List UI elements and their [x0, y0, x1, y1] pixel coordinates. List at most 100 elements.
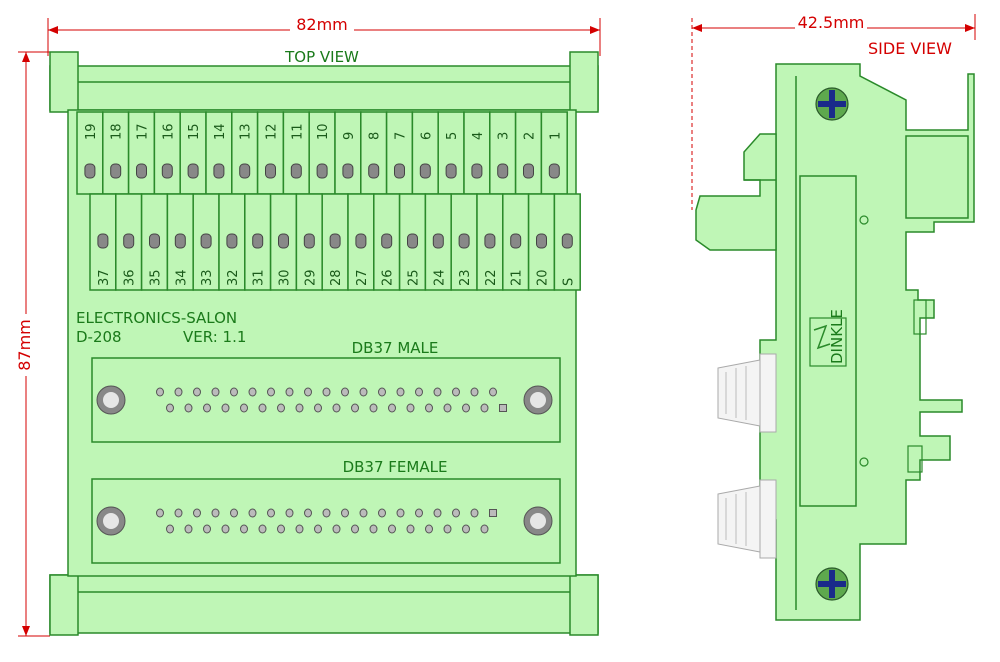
- bottom-terminal-screw: [123, 233, 135, 249]
- bottom-terminal-number: 25: [407, 269, 422, 286]
- top-terminal-screw: [316, 163, 328, 179]
- top-view-title: TOP VIEW: [284, 48, 359, 66]
- female-pin: [267, 508, 275, 518]
- bottom-terminal-screw: [407, 233, 418, 249]
- top-terminal-cell: [334, 111, 362, 195]
- model-label: D-208: [76, 328, 122, 346]
- bottom-terminal-number: 37: [97, 269, 112, 286]
- female-pin: [184, 524, 193, 534]
- screw-top: [815, 87, 849, 121]
- bottom-terminal-screw: [536, 233, 547, 249]
- male-pin: [267, 387, 275, 397]
- clip-top-right: [569, 51, 599, 113]
- male-mount-hole-left: [96, 385, 126, 415]
- screw-bottom: [815, 567, 849, 601]
- male-pin: [425, 403, 433, 413]
- male-pin: [221, 403, 230, 413]
- top-terminal-screw: [419, 163, 431, 179]
- male-pin: [351, 403, 359, 413]
- male-pin: [184, 403, 193, 413]
- female-pin: [314, 524, 322, 534]
- female-pin: [489, 509, 497, 517]
- female-pin: [221, 524, 230, 534]
- male-pin: [332, 403, 341, 413]
- bottom-terminal-number: 34: [174, 269, 189, 286]
- bottom-terminal-number: 26: [381, 269, 396, 286]
- bottom-terminal-screw: [149, 233, 160, 249]
- top-terminal-screw: [187, 163, 199, 179]
- male-pin: [406, 403, 415, 413]
- male-pin: [489, 387, 497, 397]
- male-pin: [378, 387, 386, 397]
- female-pin: [174, 508, 183, 518]
- top-terminal-cell: [282, 111, 310, 195]
- top-terminal-number: 16: [161, 123, 176, 140]
- male-pin: [277, 403, 285, 413]
- top-terminal-screw: [548, 163, 560, 179]
- top-terminal-screw: [110, 163, 122, 179]
- male-pin: [285, 387, 294, 397]
- bottom-terminal-number: 20: [536, 269, 551, 286]
- bottom-terminal-screw: [200, 233, 212, 249]
- db37-female-label: DB37 FEMALE: [343, 458, 448, 476]
- width-dimension-text: 82mm: [296, 15, 348, 34]
- female-mount-hole-right: [523, 506, 553, 536]
- top-terminal-number: 5: [445, 132, 460, 140]
- male-pin: [203, 403, 211, 413]
- male-pin: [341, 387, 349, 397]
- bottom-terminal-number: 27: [355, 269, 370, 286]
- female-pin-field: [156, 508, 497, 534]
- female-pin: [322, 508, 331, 518]
- top-terminal-number: 17: [136, 123, 151, 140]
- male-pin: [322, 387, 331, 397]
- side-width-dimension-text: 42.5mm: [798, 13, 865, 32]
- top-terminal-cell: [514, 111, 543, 195]
- female-pin: [203, 524, 211, 534]
- bottom-terminal-screw: [97, 233, 109, 249]
- female-pin: [248, 508, 257, 518]
- side-dim-bg: [795, 14, 867, 32]
- top-terminal-number: 1: [548, 132, 563, 140]
- female-pin: [415, 508, 423, 518]
- top-terminal-number: 12: [265, 123, 280, 140]
- top-terminal-number: 3: [497, 132, 512, 140]
- bottom-terminal-number: 22: [484, 269, 499, 286]
- male-pin: [211, 387, 220, 397]
- female-pin: [295, 524, 304, 534]
- top-terminal-screw: [368, 163, 380, 179]
- top-terminal-cell: [463, 111, 491, 195]
- top-terminal-screw: [523, 163, 534, 179]
- male-pin: [240, 403, 248, 413]
- female-pin: [406, 524, 415, 534]
- brand-label: ELECTRONICS-SALON: [76, 309, 237, 327]
- side-din-clip: [905, 135, 969, 219]
- top-terminal-screw: [497, 163, 509, 179]
- top-terminal-cell: [437, 111, 465, 195]
- female-pin: [332, 524, 341, 534]
- male-pin: [295, 403, 304, 413]
- side-hole-upper: [859, 215, 869, 225]
- male-pin: [433, 387, 442, 397]
- height-dim-bg: [14, 314, 36, 376]
- female-pin: [425, 524, 433, 534]
- male-pin: [193, 387, 201, 397]
- bottom-terminal-number: 30: [278, 269, 293, 286]
- female-pin: [193, 508, 201, 518]
- top-terminal-number: 14: [213, 123, 228, 140]
- male-pin: [443, 403, 452, 413]
- male-pin: [499, 404, 507, 412]
- width-dim-bg: [290, 16, 354, 34]
- top-terminal-cell: [489, 111, 517, 195]
- female-pin: [304, 508, 312, 518]
- height-arrow-top: [22, 52, 30, 62]
- female-pin: [452, 508, 460, 518]
- top-terminal-number: 2: [523, 132, 538, 140]
- dinkle-logo: DINKLE: [809, 309, 847, 367]
- bottom-terminal-screw: [174, 233, 186, 249]
- top-terminal-screw: [161, 163, 173, 179]
- bottom-terminal-number: 23: [458, 269, 473, 286]
- bottom-terminal-screw: [226, 233, 238, 249]
